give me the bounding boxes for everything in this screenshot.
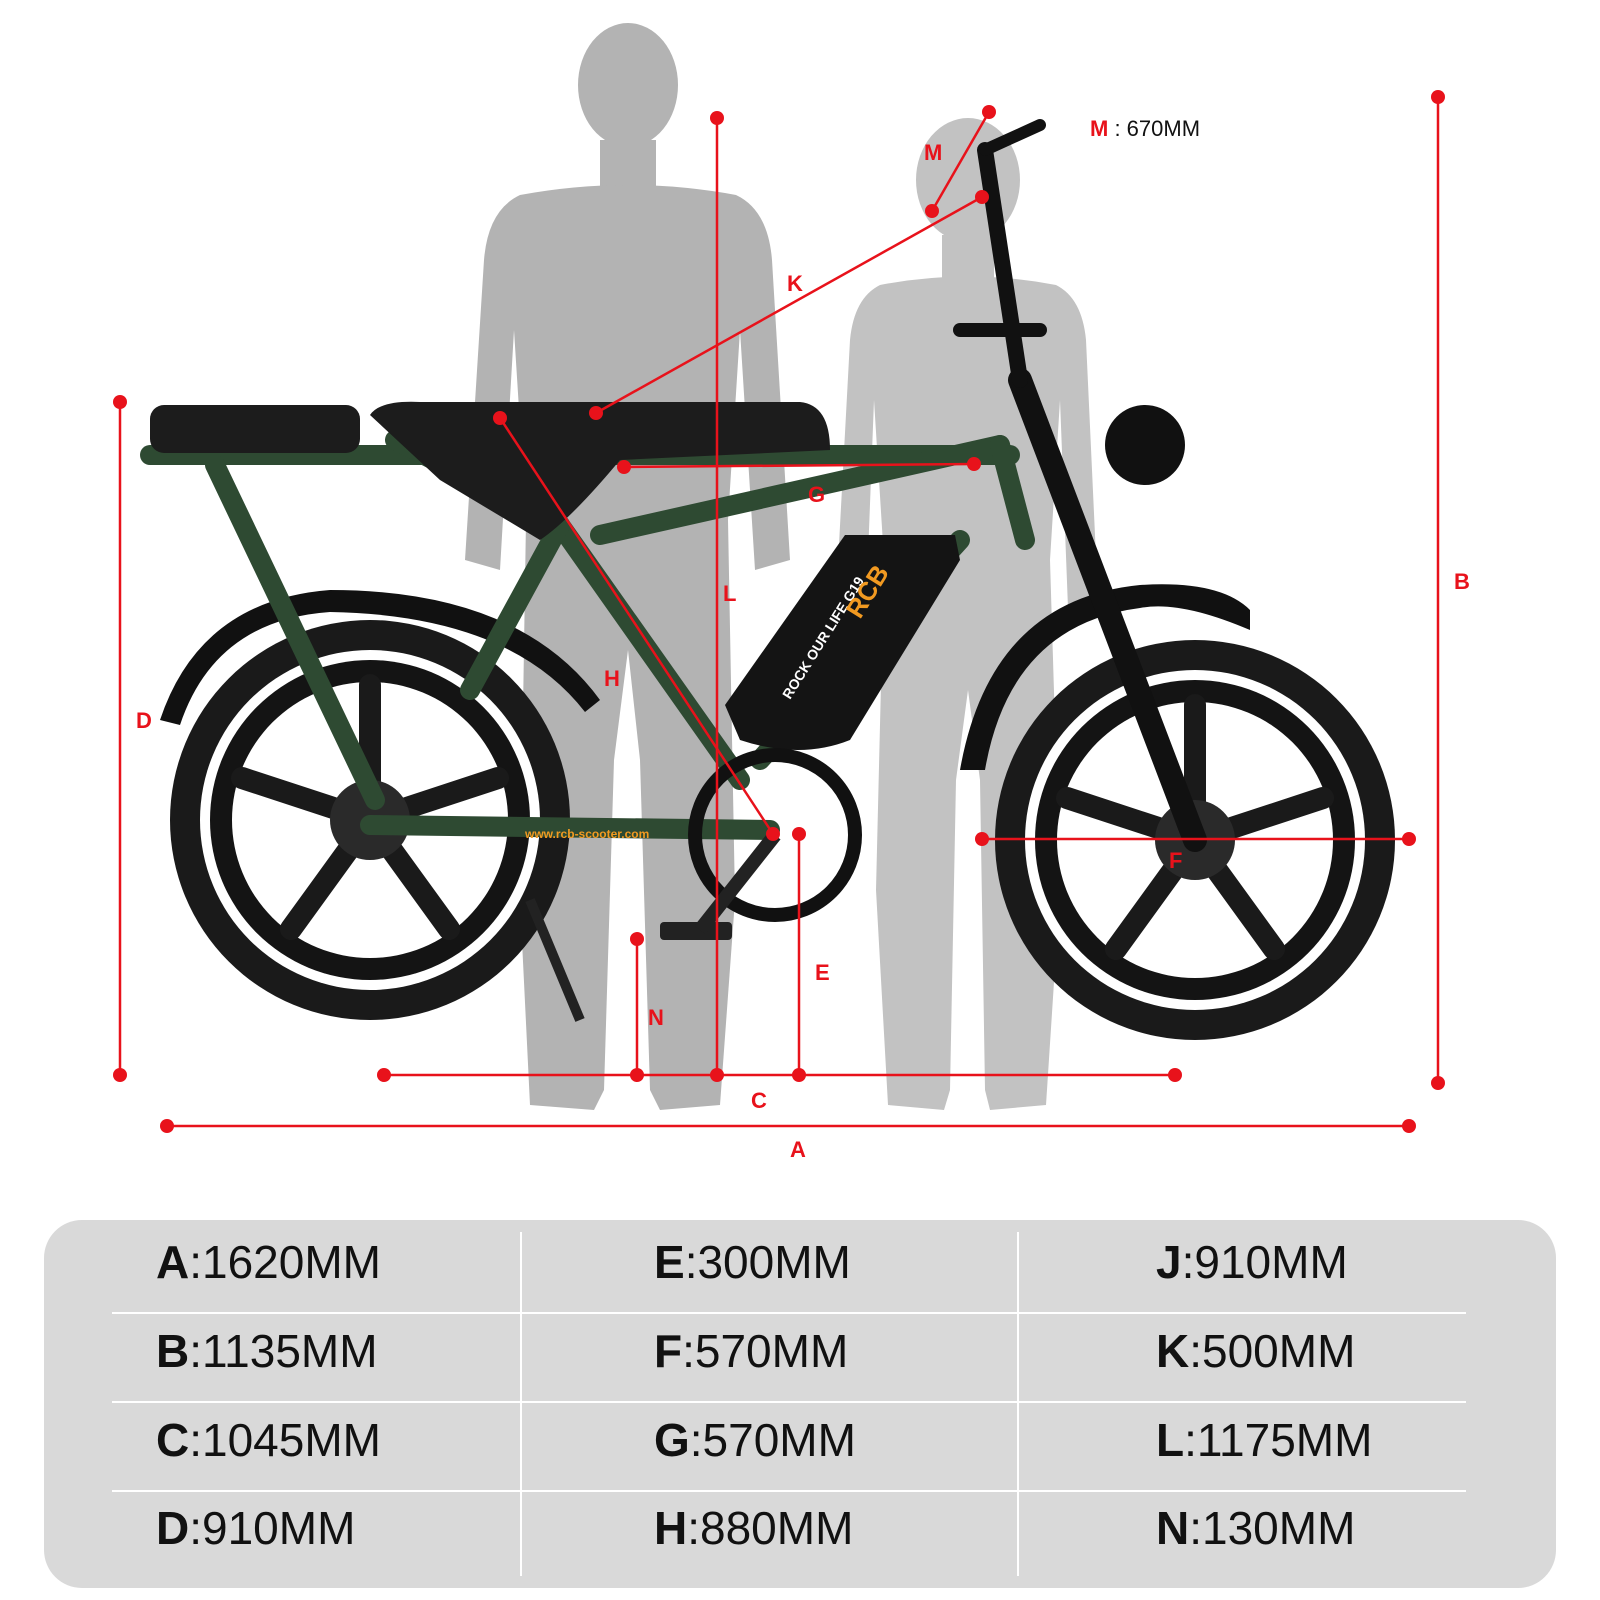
label-c: C (751, 1088, 767, 1113)
label-n: N (648, 1005, 664, 1030)
column-divider (520, 1232, 522, 1576)
headlight (1105, 405, 1185, 485)
m-callout-value: : 670MM (1108, 116, 1200, 141)
spec-a: A:1620MM (156, 1220, 656, 1304)
spec-value: :1045MM (189, 1414, 381, 1466)
spec-key: C (156, 1414, 190, 1466)
spec-g: G:570MM (654, 1398, 1154, 1482)
pedal (660, 922, 732, 940)
spec-value: :130MM (1189, 1502, 1356, 1554)
rear-seat (150, 405, 360, 453)
fork-and-handlebar (953, 119, 1207, 852)
label-l: L (723, 581, 736, 606)
spec-key: J (1156, 1236, 1182, 1288)
label-m: M (924, 140, 942, 165)
spec-value: :880MM (687, 1502, 854, 1554)
spec-value: :570MM (682, 1325, 849, 1377)
spec-j: J:910MM (1156, 1220, 1600, 1304)
bike-dimension-diagram: ROCK OUR LIFE G19 RCB www.rcb-scooter.co… (113, 23, 1470, 1162)
row-divider (112, 1490, 1466, 1492)
label-k: K (787, 271, 803, 296)
label-e: E (815, 960, 830, 985)
spec-n: N:130MM (1156, 1486, 1600, 1570)
spec-key: L (1156, 1414, 1185, 1466)
spec-key: E (654, 1236, 685, 1288)
spec-b: B:1135MM (156, 1309, 656, 1393)
spec-key: G (654, 1414, 690, 1466)
spec-value: :1175MM (1184, 1414, 1373, 1466)
spec-l: L:1175MM (1156, 1398, 1600, 1482)
spec-value: :1135MM (189, 1325, 378, 1377)
spec-value: :1620MM (189, 1236, 381, 1288)
rear-fender (160, 590, 600, 725)
label-g: G (808, 482, 825, 507)
dimension-endpoints (113, 90, 1445, 1133)
spec-c: C:1045MM (156, 1398, 656, 1482)
m-callout: M : 670MM (1090, 116, 1200, 141)
spec-key: N (1156, 1502, 1190, 1554)
main-seat (370, 401, 830, 540)
spec-key: A (156, 1236, 190, 1288)
spec-value: :300MM (684, 1236, 851, 1288)
frame-url-text: www.rcb-scooter.com (524, 827, 649, 841)
spec-d: D:910MM (156, 1486, 656, 1570)
spec-table: A:1620MM E:300MM J:910MM B:1135MM F:570M… (44, 1220, 1556, 1588)
label-b: B (1454, 569, 1470, 594)
spec-value: :570MM (689, 1414, 856, 1466)
label-f: F (1169, 848, 1182, 873)
spec-value: :910MM (189, 1502, 356, 1554)
dimension-lines (118, 97, 1440, 1128)
spec-h: H:880MM (654, 1486, 1154, 1570)
spec-value: :500MM (1189, 1325, 1356, 1377)
column-divider (1017, 1232, 1019, 1576)
spec-key: H (654, 1502, 688, 1554)
spec-f: F:570MM (654, 1309, 1154, 1393)
label-d: D (136, 708, 152, 733)
row-divider (112, 1312, 1466, 1314)
label-h: H (604, 666, 620, 691)
kickstand (525, 898, 585, 1022)
label-a: A (790, 1137, 806, 1162)
spec-k: K:500MM (1156, 1309, 1600, 1393)
spec-key: F (654, 1325, 683, 1377)
spec-key: K (1156, 1325, 1190, 1377)
crank-arm (694, 830, 781, 935)
row-divider (112, 1401, 1466, 1403)
spec-value: :910MM (1181, 1236, 1348, 1288)
chainring (688, 748, 862, 922)
spec-key: D (156, 1502, 190, 1554)
battery-pack: ROCK OUR LIFE G19 RCB (725, 535, 960, 750)
spec-e: E:300MM (654, 1220, 1154, 1304)
front-fender (960, 584, 1250, 770)
spec-key: B (156, 1325, 190, 1377)
m-callout-letter: M (1090, 116, 1108, 141)
